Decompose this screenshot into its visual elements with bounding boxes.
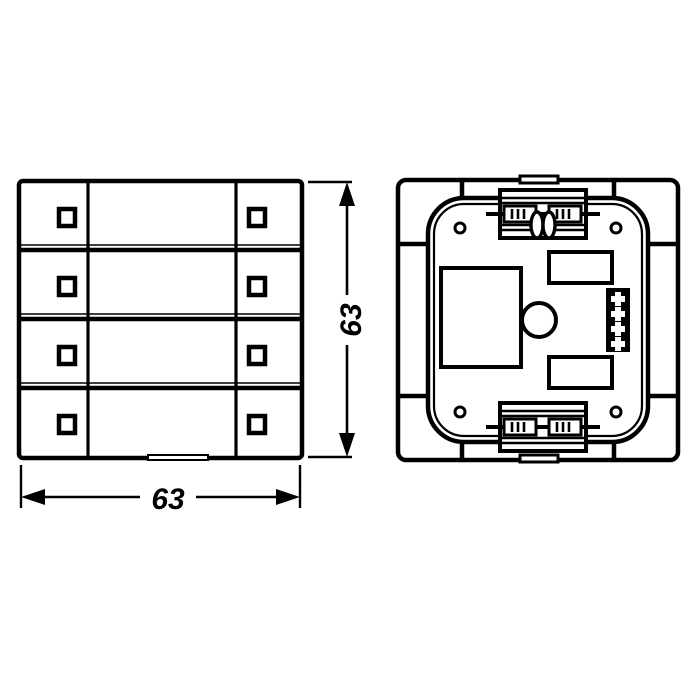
mounting-hole-top-right: [609, 221, 623, 235]
led-marker-row1-left: [56, 206, 78, 229]
terminal-block-bottom: [486, 401, 600, 453]
led-marker-row4-right: [246, 413, 268, 436]
led-marker-row4-left: [56, 413, 78, 436]
front-bottom-nub: [147, 454, 209, 461]
height-arrow-top: [339, 182, 355, 206]
width-arrow-left: [21, 489, 45, 505]
pin-header-pin-4: [611, 337, 625, 351]
lower-relay-component: [547, 355, 614, 390]
pin-header-pins: [611, 292, 625, 351]
led-marker-row1-right: [246, 206, 268, 229]
bottom-mounting-tab: [518, 453, 560, 464]
height-arrow-bottom: [339, 433, 355, 457]
pin-header-pin-1: [611, 292, 625, 306]
led-marker-row2-right: [246, 275, 268, 298]
terminal-bottom-clamp-right: [547, 417, 583, 437]
width-arrow-right: [276, 489, 300, 505]
led-marker-row3-left: [56, 344, 78, 367]
mounting-hole-top-left: [453, 221, 467, 235]
width-dimension: 63: [19, 465, 302, 516]
height-dimension-label: 63: [335, 303, 368, 337]
upper-relay-component: [547, 250, 614, 285]
height-dimension: 63: [308, 180, 368, 459]
pin-header-pin-2: [611, 307, 625, 321]
pin-header-connector: [606, 288, 630, 352]
width-dimension-label: 63: [151, 483, 185, 516]
terminal-top-screw-left: [529, 210, 545, 240]
terminal-block-top: [486, 188, 600, 240]
pin-header-pin-3: [611, 322, 625, 336]
top-mounting-tab: [518, 174, 560, 185]
mounting-hole-bottom-right: [609, 405, 623, 419]
terminal-top-clamp-left: [502, 204, 538, 224]
terminal-top-screw-right: [541, 210, 557, 240]
front-view-button-array: [16, 178, 305, 461]
led-marker-row2-left: [56, 275, 78, 298]
led-marker-row3-right: [246, 344, 268, 367]
large-ic-component: [439, 266, 523, 369]
mounting-hole-bottom-left: [453, 405, 467, 419]
center-round-component: [520, 301, 558, 339]
rear-view-pcb: [395, 174, 681, 464]
terminal-bottom-clamp-left: [502, 417, 538, 437]
